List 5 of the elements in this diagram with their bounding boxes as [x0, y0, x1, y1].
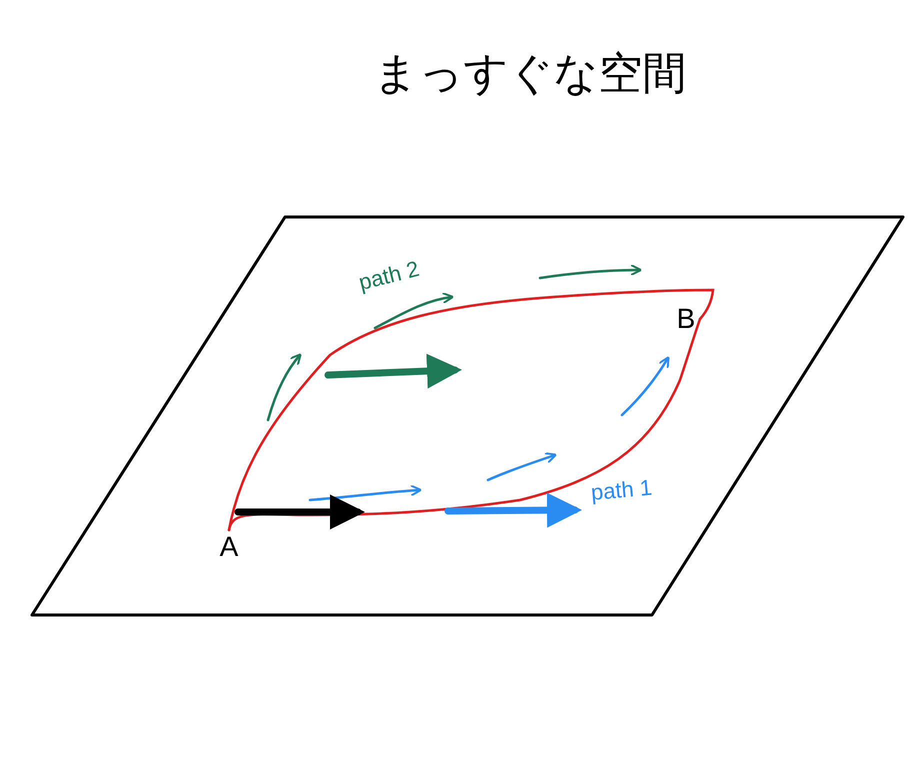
edge-label: path 1 — [590, 476, 653, 504]
point-label: A — [216, 530, 242, 564]
edge-label: path 2 — [356, 258, 422, 294]
title: まっすぐな空間 — [372, 52, 688, 96]
point-label: B — [672, 302, 700, 336]
